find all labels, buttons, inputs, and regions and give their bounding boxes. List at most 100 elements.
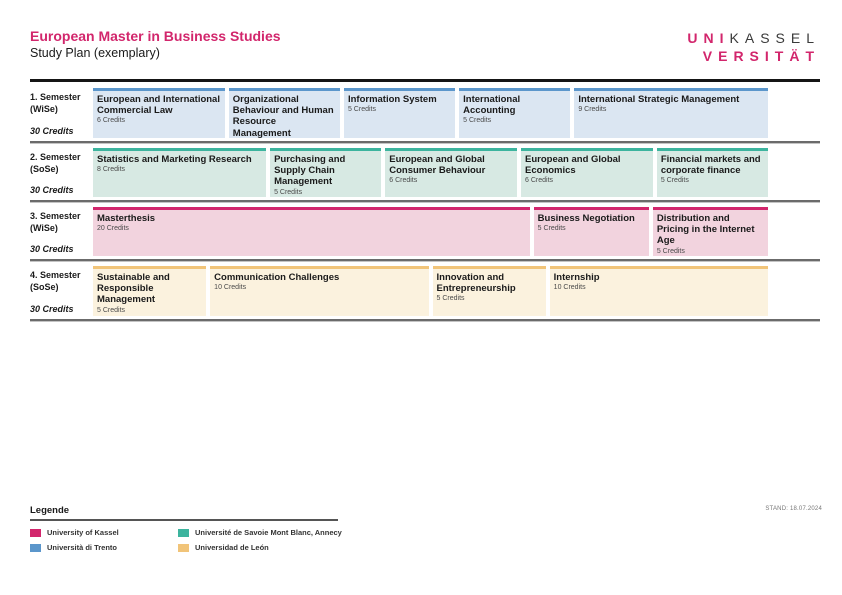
legend-label: Universidad de León bbox=[195, 543, 269, 552]
legend-color-swatch bbox=[30, 543, 41, 552]
semester-total-credits: 30 Credits bbox=[30, 185, 74, 195]
course-title: Innovation and Entrepreneurship bbox=[436, 272, 516, 295]
course-credits: 5 Credits bbox=[274, 188, 303, 196]
semester-label: 2. Semester (SoSe) bbox=[30, 151, 92, 175]
legend-item: Università di Trento bbox=[30, 543, 178, 552]
legend-label: University of Kassel bbox=[47, 528, 119, 537]
semester-total-credits: 30 Credits bbox=[30, 304, 74, 314]
course-credits: 20 Credits bbox=[97, 225, 129, 233]
logo-uni-text: UNI bbox=[687, 30, 730, 46]
course-title: Organizational Behaviour and Human Resou… bbox=[232, 94, 334, 138]
course-credits: 5 Credits bbox=[463, 117, 492, 125]
course-title: Communication Challenges bbox=[214, 272, 340, 283]
semester-total-credits: 30 Credits bbox=[30, 244, 74, 254]
legend-color-swatch bbox=[30, 528, 41, 537]
course-title: European and Global Consumer Behaviour bbox=[389, 154, 486, 177]
course-title: Internship bbox=[553, 272, 600, 283]
course-blocks: European and International Commercial La… bbox=[93, 88, 769, 138]
course-credits: 6 Credits bbox=[97, 117, 126, 125]
row-separator bbox=[30, 259, 820, 262]
semester-row: 4. Semester (SoSe) 30 Credits Sustainable a… bbox=[30, 266, 820, 316]
course-title: International Accounting bbox=[463, 94, 521, 117]
row-separator bbox=[30, 319, 820, 322]
course-blocks: Sustainable and Responsible Management 5 … bbox=[93, 266, 768, 316]
course-credits: 10 Credits bbox=[214, 284, 247, 292]
semester-row: 1. Semester (WiSe) 30 Credits European and … bbox=[30, 88, 820, 138]
course-title: Information System bbox=[347, 94, 437, 105]
course-credits: 5 Credits bbox=[656, 247, 685, 255]
course-title: European and International Commercial La… bbox=[97, 94, 220, 117]
semester-term: (SoSe) bbox=[30, 164, 59, 175]
semester-total-credits: 30 Credits bbox=[30, 126, 74, 136]
course-credits: 6 Credits bbox=[389, 177, 418, 185]
legend-heading: Legende bbox=[30, 505, 70, 516]
course-title: Purchasing and Supply Chain Management bbox=[274, 154, 346, 188]
legend-label: Université de Savoie Mont Blanc, Annecy bbox=[195, 528, 342, 537]
course-credits: 5 Credits bbox=[347, 106, 376, 114]
logo-versitat-text: VERSITÄT bbox=[702, 48, 820, 65]
page-subtitle: Study Plan (exemplary) bbox=[30, 46, 160, 60]
course-credits: 5 Credits bbox=[660, 177, 689, 185]
semester-number: 1. Semester bbox=[30, 92, 81, 102]
course-title: Distribution and Pricing in the Internet… bbox=[656, 213, 755, 247]
semester-term: (WiSe) bbox=[30, 104, 58, 115]
legend-color-swatch bbox=[178, 528, 189, 537]
stand-date: STAND: 18.07.2024 bbox=[765, 506, 822, 512]
legend-item: Universidad de León bbox=[178, 543, 342, 552]
course-title: Statistics and Marketing Research bbox=[97, 154, 252, 165]
semester-number: 3. Semester bbox=[30, 211, 81, 221]
course-credits: 9 Credits bbox=[578, 106, 607, 114]
course-title: International Strategic Management bbox=[578, 94, 740, 105]
logo-line-1: UNIKASSEL bbox=[687, 29, 820, 47]
course-block: Organizational Behaviour and Human Resou… bbox=[228, 88, 340, 138]
course-credits: 5 Credits bbox=[436, 295, 465, 303]
uni-kassel-logo: UNIKASSEL VERSITÄT bbox=[687, 29, 820, 65]
semester-term: (WiSe) bbox=[30, 223, 58, 234]
legend-label: Università di Trento bbox=[47, 543, 118, 552]
semester-term: (SoSe) bbox=[30, 282, 59, 293]
course-block: European and International Commercial La… bbox=[93, 88, 225, 138]
row-separator bbox=[30, 141, 820, 144]
legend-item: University of Kassel bbox=[30, 528, 178, 537]
semester-label: 1. Semester (WiSe) bbox=[30, 91, 92, 115]
semester-number: 4. Semester bbox=[30, 270, 81, 280]
legend-color-swatch bbox=[178, 543, 189, 552]
course-title: European and Global Economics bbox=[525, 154, 621, 177]
page-title: European Master in Business Studies bbox=[30, 28, 281, 44]
semester-row: 2. Semester (SoSe) 30 Credits Statistics an… bbox=[30, 148, 820, 197]
course-title: Business Negotiation bbox=[537, 213, 635, 224]
course-credits: 6 Credits bbox=[525, 177, 554, 185]
semester-number: 2. Semester bbox=[30, 152, 81, 162]
course-title: Financial markets and corporate finance bbox=[660, 154, 761, 177]
course-block: Distribution and Pricing in the Internet… bbox=[652, 207, 769, 256]
row-separator bbox=[30, 200, 820, 203]
course-title: Sustainable and Responsible Management bbox=[97, 272, 170, 306]
legend-item: Université de Savoie Mont Blanc, Annecy bbox=[178, 528, 342, 537]
course-title: Masterthesis bbox=[97, 213, 156, 224]
course-credits: 5 Credits bbox=[537, 225, 566, 233]
logo-kassel-text: KASSEL bbox=[729, 30, 820, 46]
course-credits: 8 Credits bbox=[97, 166, 126, 174]
semester-label: 4. Semester (SoSe) bbox=[30, 269, 92, 293]
legend-divider bbox=[30, 519, 338, 521]
header-divider bbox=[30, 79, 820, 82]
course-credits: 10 Credits bbox=[553, 284, 586, 292]
semester-label: 3. Semester (WiSe) bbox=[30, 210, 92, 234]
